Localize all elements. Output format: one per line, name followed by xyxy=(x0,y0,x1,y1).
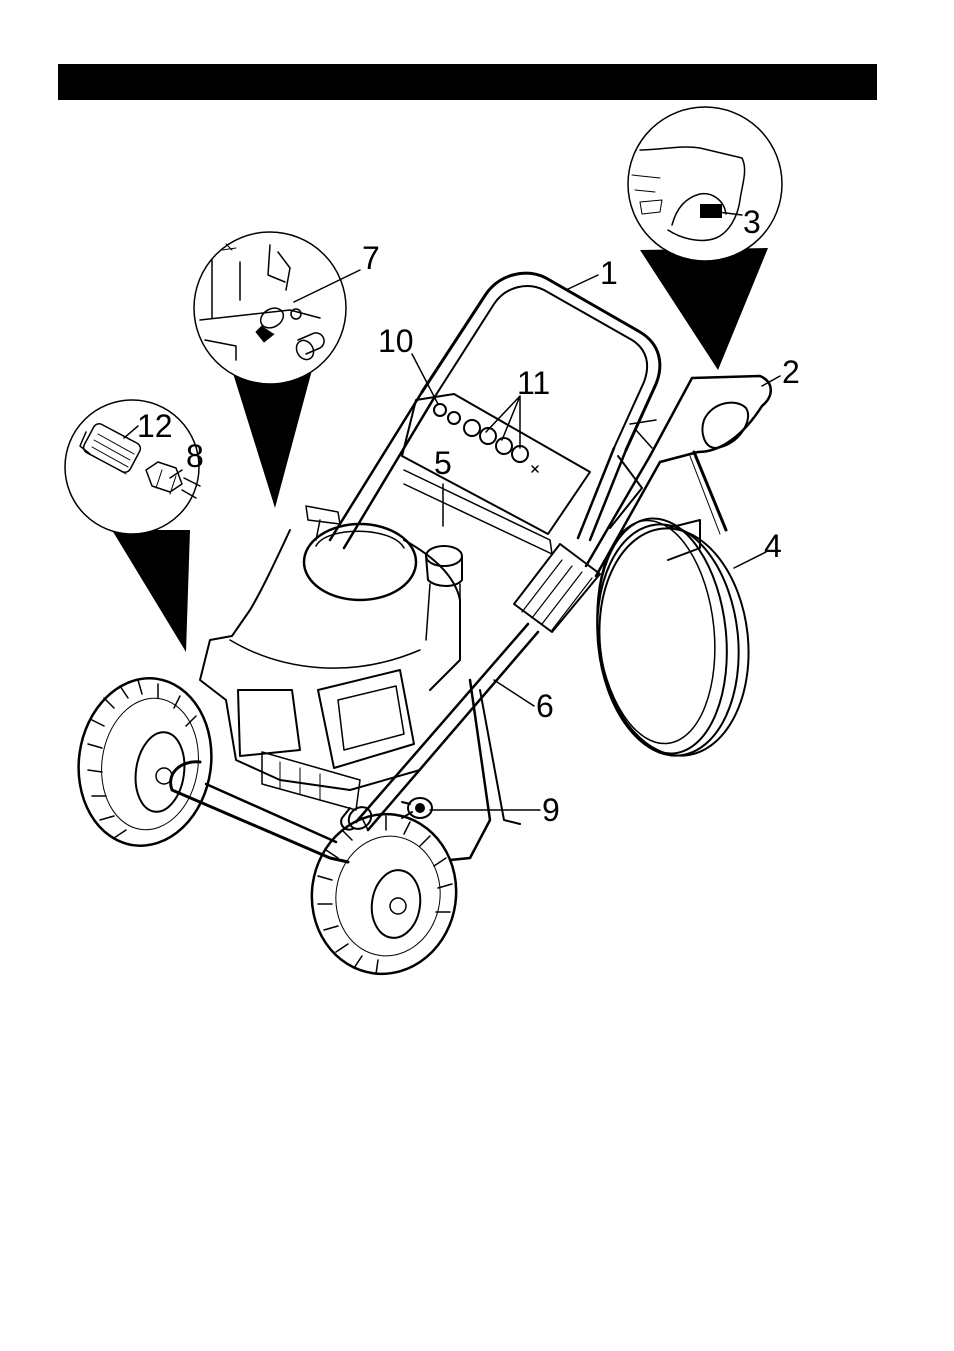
detail-oil-drain xyxy=(194,232,346,508)
leader-4 xyxy=(734,552,766,568)
callout-11: 11 xyxy=(517,367,550,399)
leader-6 xyxy=(494,680,534,706)
callout-7: 7 xyxy=(362,242,380,274)
callout-8: 8 xyxy=(186,440,204,472)
callout-2: 2 xyxy=(782,356,800,388)
right-wheel xyxy=(302,805,467,983)
leader-1 xyxy=(566,275,598,290)
callout-3: 3 xyxy=(743,206,761,238)
callout-12: 12 xyxy=(137,410,173,442)
leader-10 xyxy=(412,354,438,404)
callout-1: 1 xyxy=(600,257,618,289)
callout-5: 5 xyxy=(434,447,452,479)
detail-water-inlet xyxy=(65,400,200,652)
hose-coil xyxy=(586,452,759,763)
callout-10: 10 xyxy=(378,325,414,357)
water-inlet xyxy=(402,798,432,818)
control-panel xyxy=(402,394,590,554)
callout-4: 4 xyxy=(764,530,782,562)
callout-6: 6 xyxy=(536,690,554,722)
callout-9: 9 xyxy=(542,794,560,826)
